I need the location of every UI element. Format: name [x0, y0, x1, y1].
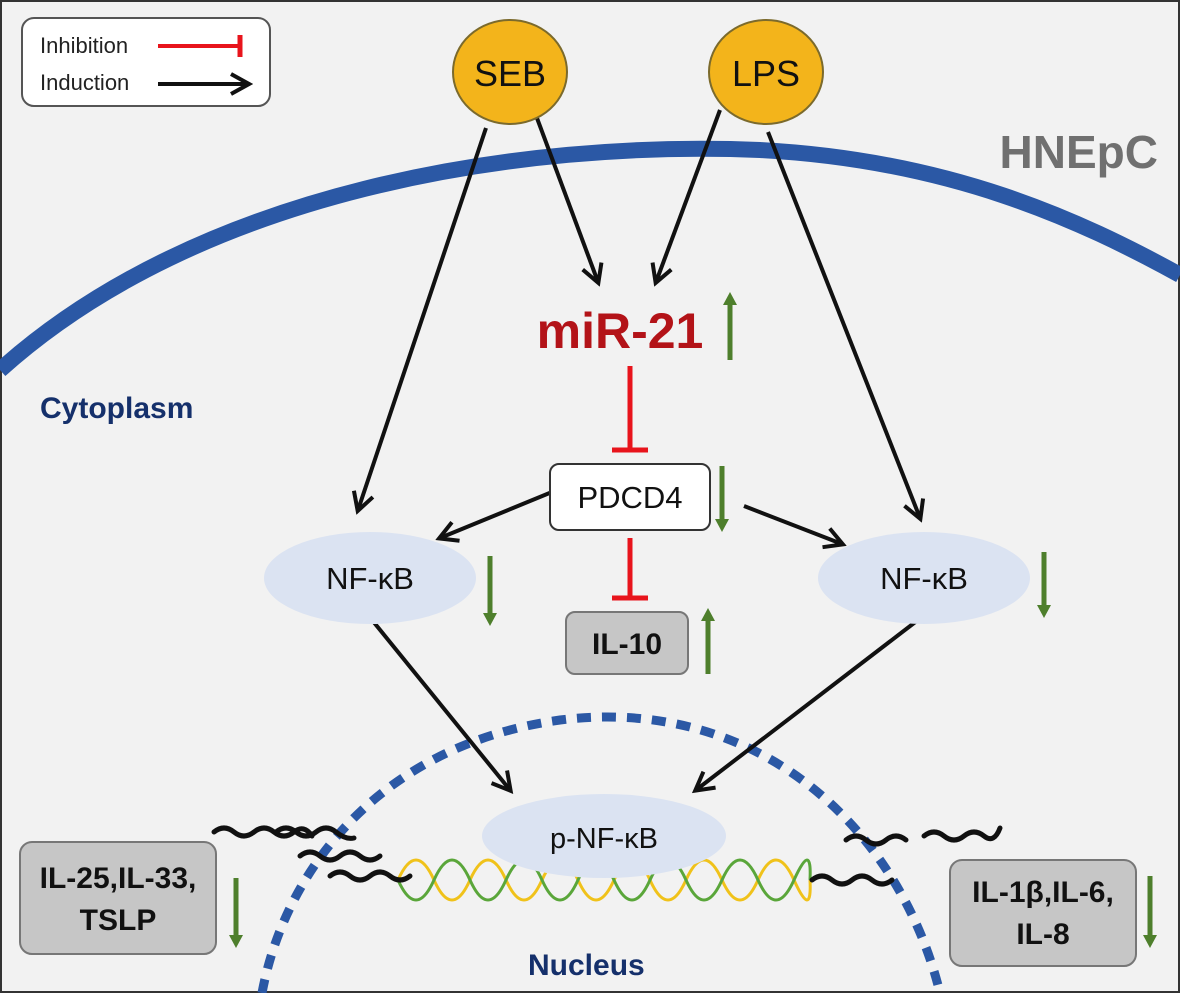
arrow-pdcd4-to-nfkb-right: [743, 504, 842, 544]
cytokines-right-node: IL-1β,IL-6, IL-8: [949, 859, 1137, 967]
lps-label: LPS: [732, 53, 800, 94]
inhibition-pdcd4-to-il10: [612, 538, 648, 601]
dna-strand-b: [396, 858, 812, 902]
cytokines-left-line1: IL-25,IL-33,: [40, 862, 197, 895]
cytoplasm-label: Cytoplasm: [40, 392, 193, 425]
cell-membrane: [0, 140, 1180, 376]
nuclear-envelope: [257, 712, 945, 993]
cell-type-label: HNEpC: [1000, 126, 1158, 178]
mir21-label: miR-21: [537, 303, 704, 359]
dna-helix: [396, 858, 812, 902]
p-nfkb-node: p-NF-κB: [482, 794, 726, 878]
nfkb-left-node: NF-κB: [264, 532, 476, 624]
cytokines-left-line2: TSLP: [80, 904, 157, 937]
il10-label: IL-10: [592, 628, 662, 661]
legend-inhibition-label: Inhibition: [40, 33, 128, 58]
arrow-lps-to-mir21: [656, 109, 722, 282]
il10-node: IL-10: [565, 611, 689, 675]
lps-node: LPS: [708, 19, 824, 125]
mrna-transcript: [297, 849, 383, 863]
pdcd4-label: PDCD4: [577, 480, 682, 515]
mrna-transcript: [327, 869, 413, 883]
arrow-pdcd4-to-nfkb-left: [440, 490, 553, 538]
nfkb-right-node: NF-κB: [818, 532, 1030, 624]
mrna-transcript: [843, 833, 909, 847]
cytokines-right-line1: IL-1β,IL-6,: [972, 876, 1114, 909]
mrna-transcript: [273, 825, 357, 841]
arrow-nfkb-right-to-p-nfkb: [696, 618, 920, 790]
cytokines-left-node: IL-25,IL-33, TSLP: [19, 841, 217, 955]
nucleus-label: Nucleus: [528, 949, 645, 982]
cytokines-right-line2: IL-8: [1016, 918, 1069, 951]
pdcd4-node: PDCD4: [549, 463, 711, 531]
mrna-transcripts: [211, 825, 1003, 887]
legend: Inhibition Induction: [21, 17, 271, 107]
inhibition-mir21-to-pdcd4: [612, 366, 648, 453]
seb-label: SEB: [474, 53, 546, 94]
arrow-seb-to-nfkb-left: [358, 127, 488, 510]
nfkb-left-label: NF-κB: [326, 561, 414, 596]
p-nfkb-label: p-NF-κB: [550, 823, 658, 855]
mrna-transcript: [809, 873, 895, 887]
nfkb-right-label: NF-κB: [880, 561, 968, 596]
legend-induction-label: Induction: [40, 70, 129, 95]
seb-node: SEB: [452, 19, 568, 125]
mrna-transcript: [921, 825, 1003, 843]
arrow-seb-to-mir21: [532, 109, 598, 282]
arrow-lps-to-nfkb-right: [766, 131, 920, 518]
arrow-nfkb-left-to-p-nfkb: [370, 618, 510, 790]
